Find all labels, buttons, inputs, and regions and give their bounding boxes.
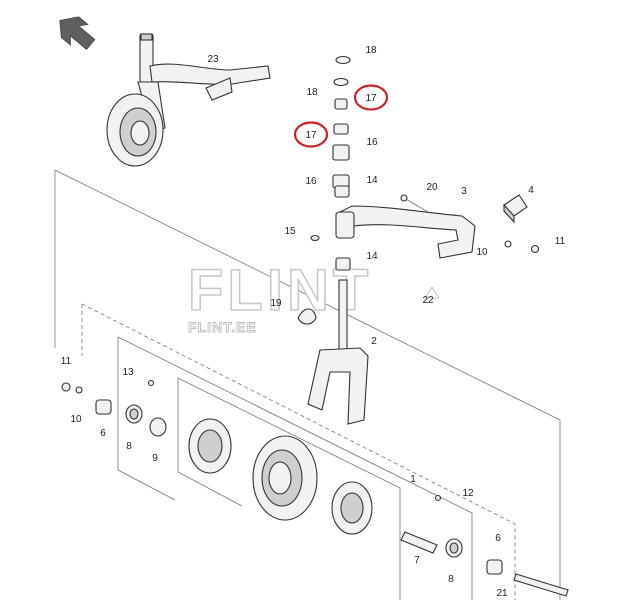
callout-c25: 1 xyxy=(410,474,416,485)
highlight-rings xyxy=(293,84,389,148)
callout-c22: 6 xyxy=(100,428,106,439)
arm-bracket xyxy=(297,194,540,325)
callout-c12: 15 xyxy=(284,226,296,237)
callout-c5: 17 xyxy=(305,130,317,141)
callout-c30: 21 xyxy=(496,588,508,599)
callout-c15: 14 xyxy=(366,251,378,262)
callout-c8: 14 xyxy=(366,175,378,186)
callout-c27: 6 xyxy=(495,533,501,544)
callout-c28: 7 xyxy=(414,555,420,566)
callout-c14: 10 xyxy=(476,247,488,258)
assembled-caster xyxy=(106,33,271,167)
callout-c23: 8 xyxy=(126,441,132,452)
callout-c9: 20 xyxy=(426,182,438,193)
callout-c17: 22 xyxy=(422,295,434,306)
caster-fork xyxy=(307,279,369,425)
callout-c24: 9 xyxy=(152,453,158,464)
callout-c18: 2 xyxy=(371,336,377,347)
callout-c1: 23 xyxy=(207,54,219,65)
back-arrow-icon[interactable] xyxy=(52,9,99,55)
watermark-site: FLINT.EE xyxy=(188,319,257,335)
callout-c20: 13 xyxy=(122,367,134,378)
highlight-ring-c4 xyxy=(353,84,389,111)
callout-c21: 10 xyxy=(70,414,82,425)
watermark: FLINT FLINT.EE xyxy=(187,257,440,335)
callout-c26: 12 xyxy=(462,488,474,499)
wheel-parts xyxy=(61,379,569,597)
callout-c3: 18 xyxy=(306,87,318,98)
callout-c11: 4 xyxy=(528,185,534,196)
callout-c7: 16 xyxy=(305,176,317,187)
callout-c16: 19 xyxy=(270,298,282,309)
frame-outlines xyxy=(54,169,561,600)
callout-c2: 18 xyxy=(365,45,377,56)
callout-c10: 3 xyxy=(461,186,467,197)
callout-c6: 16 xyxy=(366,137,378,148)
callout-c4: 17 xyxy=(365,93,377,104)
highlight-ring-c5 xyxy=(293,121,329,148)
callout-c29: 8 xyxy=(448,574,454,585)
small-parts-stack xyxy=(332,55,351,271)
callout-c13: 11 xyxy=(555,236,566,247)
callout-c19: 11 xyxy=(61,356,72,367)
